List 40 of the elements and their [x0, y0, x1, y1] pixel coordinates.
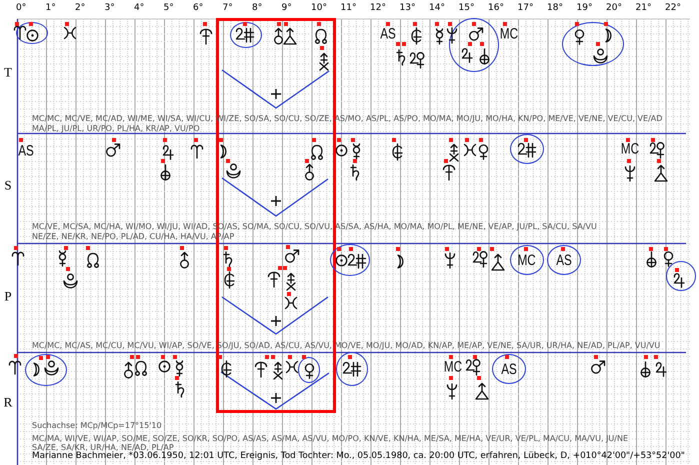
- degree-label: 7°: [222, 4, 233, 12]
- degree-label: 20°: [606, 4, 622, 12]
- degree-label: 16°: [488, 4, 504, 12]
- degree-label: 17°: [518, 4, 534, 12]
- degree-label: 14°: [429, 4, 445, 12]
- row-label: T: [4, 66, 12, 78]
- degree-label: 6°: [193, 4, 204, 12]
- search-axis-note: Suchachse: MCp/MCp=17°15'10: [32, 420, 162, 430]
- degree-label: 22°: [665, 4, 681, 12]
- chart-point-label: MC: [518, 252, 536, 268]
- degree-label: 2°: [75, 4, 86, 12]
- chart-point-label: MC: [500, 26, 518, 42]
- degree-label: 3°: [104, 4, 115, 12]
- midpoint-list: SA/ZE, SA/KR, UR/HA, NE/AD, PL/AP: [32, 443, 174, 452]
- chart-point-label: AS: [380, 26, 396, 42]
- midpoint-list: MC/MA, WI/VE, WI/AP, SO/ME, SO/ZE, SO/KR, SO/PO, AS/AS, AS/MA, AS/VU, MO/PO, KN/VE, KN/HA, ME/SA, ME/HA, VE/UR, VE/PL, MA/CU, MA/VU, JU/NE: [32, 434, 628, 443]
- degree-label: 0°: [16, 4, 26, 12]
- chart-point-label: AS: [501, 362, 517, 376]
- degree-label: 5°: [164, 4, 174, 12]
- chart-footer-note: Marianne Bachmeier, *03.06.1950, 12:01 UTC, Ereignis, Tod Tochter: Mo., 05.05.1980, ca. 20:00 UTC, erfahren, Lübeck, D, +010°42'00"/+53°52'00": [32, 451, 685, 461]
- degree-label: 12°: [370, 4, 386, 12]
- chart-point-label: MC: [620, 142, 640, 156]
- midpoint-list: MA/PL, JU/PL, UR/PO, PL/HA, KR/AP, VU/PO: [32, 124, 200, 132]
- row-label: S: [4, 178, 12, 192]
- degree-label: 1°: [46, 4, 56, 12]
- degree-label: 10°: [311, 4, 327, 12]
- degree-label: 8°: [252, 4, 262, 12]
- degree-label: 4°: [134, 4, 144, 12]
- row-label: P: [4, 290, 12, 302]
- degree-label: 21°: [636, 4, 652, 12]
- degree-label: 15°: [458, 4, 474, 12]
- degree-label: 13°: [400, 4, 416, 12]
- degree-label: 9°: [282, 4, 292, 12]
- chart-point-label: MC: [444, 360, 462, 374]
- degree-label: 19°: [576, 4, 592, 12]
- row-label: R: [4, 396, 12, 408]
- chart-point-label: AS: [18, 144, 34, 158]
- degree-label: 18°: [547, 4, 563, 12]
- degree-label: 11°: [340, 4, 356, 12]
- chart-point-label: AS: [556, 252, 572, 268]
